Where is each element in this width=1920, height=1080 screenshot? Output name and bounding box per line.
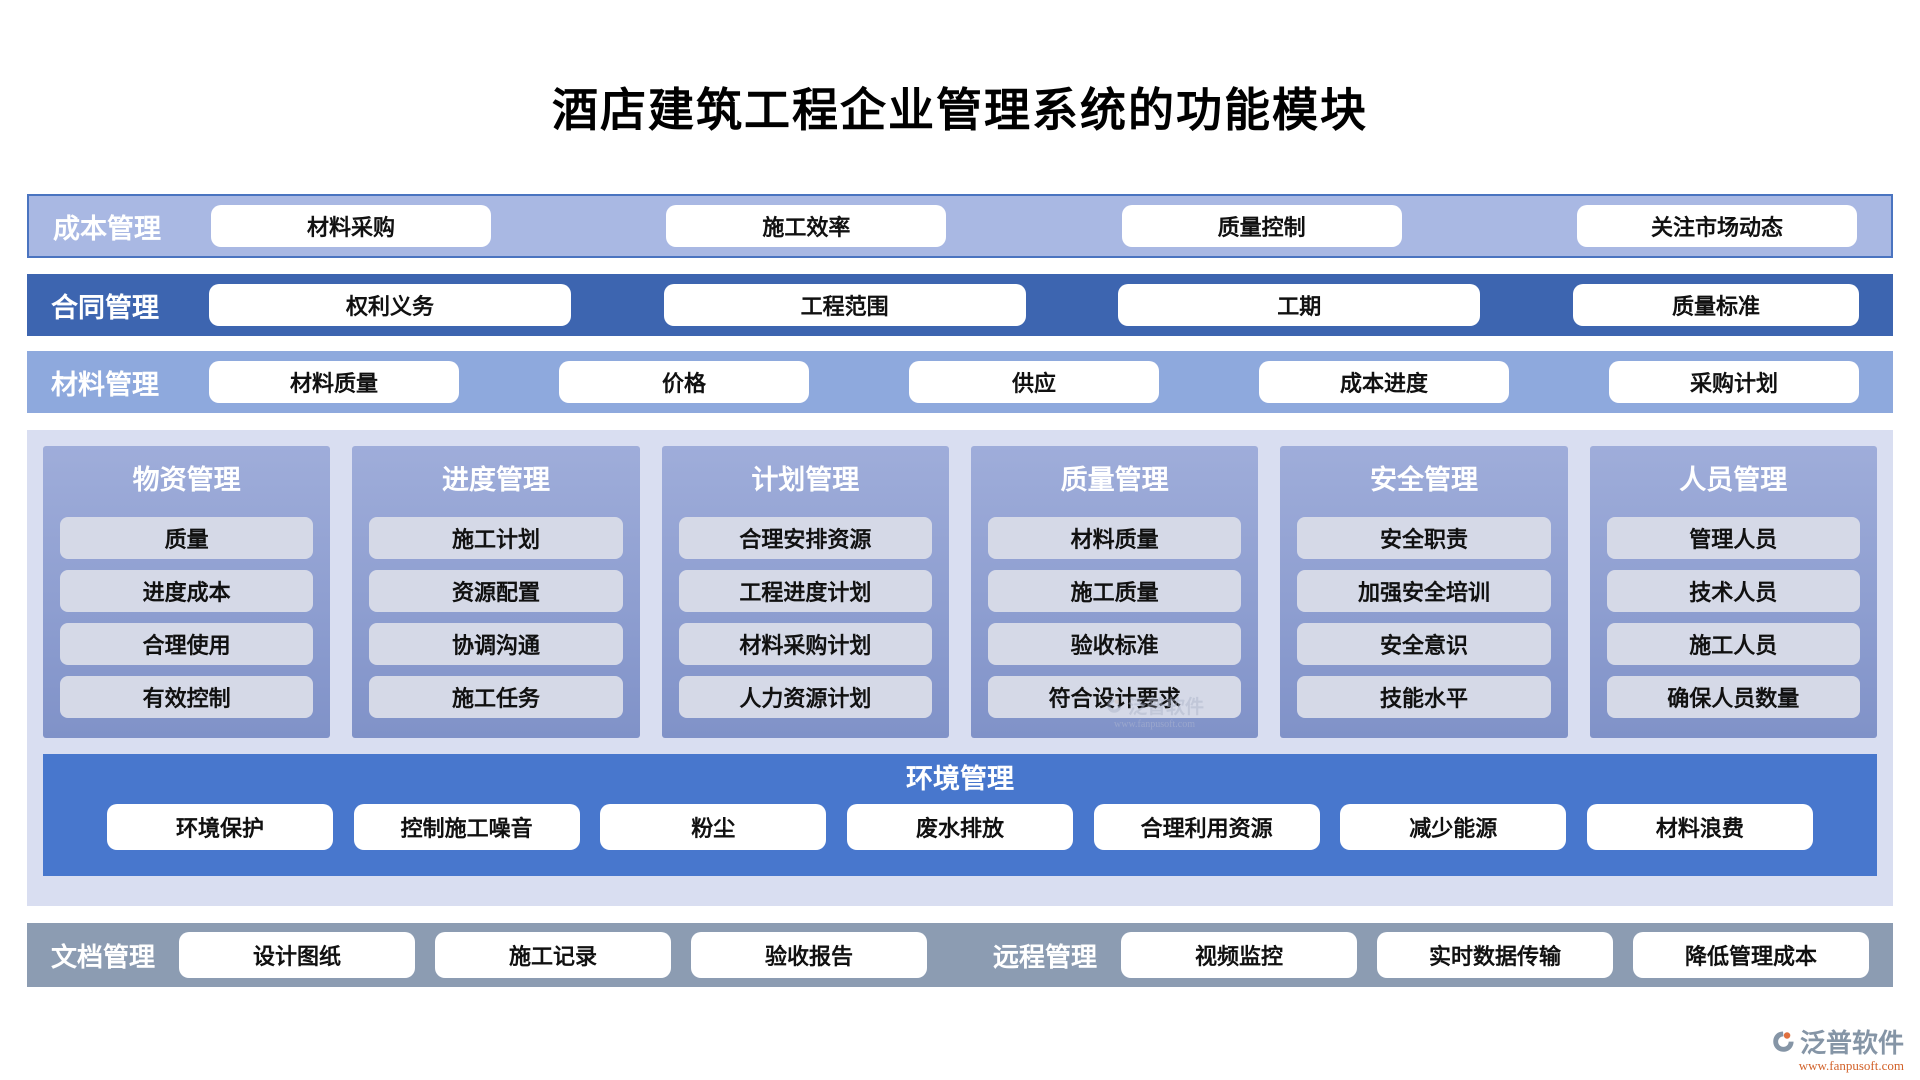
module-columns: 物资管理 质量 进度成本 合理使用 有效控制 进度管理 施工计划 资源配置 协调…	[43, 446, 1877, 738]
vendor-watermark-row: 泛普软件	[1770, 1023, 1904, 1060]
column-goods-management: 物资管理 质量 进度成本 合理使用 有效控制	[43, 446, 331, 738]
cost-item-chip: 施工效率	[666, 205, 947, 247]
vendor-watermark-brand: 泛普软件	[1799, 1029, 1904, 1058]
environment-item-chip: 合理利用资源	[1093, 804, 1320, 850]
environment-item-chip: 粉尘	[600, 804, 827, 850]
column-item: 质量	[60, 517, 314, 559]
column-item: 安全职责	[1297, 517, 1551, 559]
column-item: 技术人员	[1606, 570, 1860, 612]
remote-item-chip: 实时数据传输	[1377, 932, 1613, 978]
remote-item-chip: 降低管理成本	[1633, 932, 1869, 978]
document-item-chip: 施工记录	[435, 932, 672, 978]
contract-item-chip: 工期	[1118, 284, 1481, 326]
column-header: 人员管理	[1679, 465, 1788, 495]
document-item-chip: 验收报告	[691, 932, 928, 978]
band-cost-management: 成本管理 材料采购 施工效率 质量控制 关注市场动态	[27, 194, 1893, 258]
column-item: 施工人员	[1606, 623, 1860, 665]
band-label-material: 材料管理	[51, 369, 159, 400]
column-item: 进度成本	[60, 570, 314, 612]
column-item: 安全意识	[1297, 623, 1551, 665]
column-item: 有效控制	[60, 676, 314, 718]
column-header: 安全管理	[1369, 465, 1478, 495]
fanpu-logo-icon	[1773, 1030, 1794, 1052]
remote-item-chip: 视频监控	[1121, 932, 1357, 978]
material-item-chip: 价格	[559, 361, 809, 403]
column-header: 计划管理	[751, 465, 860, 495]
band-material-management: 材料管理 材料质量 价格 供应 成本进度 采购计划	[27, 351, 1893, 413]
column-item: 符合设计要求	[987, 676, 1242, 718]
column-item: 工程进度计划	[678, 570, 932, 612]
column-item: 技能水平	[1297, 676, 1551, 718]
column-safety-management: 安全管理 安全职责 加强安全培训 安全意识 技能水平	[1280, 446, 1568, 738]
band-environment-management: 环境管理 环境保护 控制施工噪音 粉尘 废水排放 合理利用资源 减少能源 材料浪…	[43, 754, 1877, 876]
band-document-remote-management: 文档管理 设计图纸 施工记录 验收报告 远程管理 视频监控 实时数据传输 降低管…	[27, 923, 1893, 987]
document-item-chip: 设计图纸	[179, 932, 416, 978]
band-items-cost: 材料采购 施工效率 质量控制 关注市场动态	[211, 205, 1857, 247]
column-header: 进度管理	[441, 465, 550, 495]
modules-panel: 物资管理 质量 进度成本 合理使用 有效控制 进度管理 施工计划 资源配置 协调…	[27, 430, 1893, 906]
band-label-contract: 合同管理	[51, 292, 159, 323]
column-header: 质量管理	[1060, 465, 1169, 495]
band-label-remote: 远程管理	[992, 942, 1097, 972]
column-item: 管理人员	[1606, 517, 1860, 559]
contract-item-chip: 质量标准	[1572, 284, 1859, 326]
column-item: 合理使用	[60, 623, 314, 665]
material-item-chip: 供应	[909, 361, 1159, 403]
band-items-material: 材料质量 价格 供应 成本进度 采购计划	[209, 361, 1859, 403]
cost-item-chip: 关注市场动态	[1576, 205, 1857, 247]
column-item: 合理安排资源	[678, 517, 932, 559]
column-item: 施工质量	[987, 570, 1242, 612]
column-item: 资源配置	[369, 570, 623, 612]
cost-item-chip: 材料采购	[211, 205, 491, 247]
column-personnel-management: 人员管理 管理人员 技术人员 施工人员 确保人员数量	[1589, 446, 1877, 738]
cost-item-chip: 质量控制	[1121, 205, 1402, 247]
band-contract-management: 合同管理 权利义务 工程范围 工期 质量标准	[27, 274, 1893, 336]
column-item: 加强安全培训	[1297, 570, 1551, 612]
environment-items: 环境保护 控制施工噪音 粉尘 废水排放 合理利用资源 减少能源 材料浪费	[107, 804, 1813, 850]
environment-item-chip: 减少能源	[1340, 804, 1567, 850]
contract-item-chip: 权利义务	[209, 284, 571, 326]
band-label-cost: 成本管理	[53, 213, 161, 244]
column-item: 施工计划	[369, 517, 623, 559]
column-item: 施工任务	[369, 676, 623, 718]
band-label-document: 文档管理	[51, 942, 156, 972]
column-item: 确保人员数量	[1606, 676, 1860, 718]
vendor-watermark: 泛普软件 www.fanpusoft.com	[1770, 1023, 1904, 1074]
environment-item-chip: 材料浪费	[1586, 804, 1813, 850]
material-item-chip: 成本进度	[1259, 361, 1509, 403]
vendor-watermark-url: www.fanpusoft.com	[1798, 1058, 1904, 1073]
environment-item-chip: 环境保护	[107, 804, 333, 850]
column-quality-management: 质量管理 材料质量 施工质量 验收标准 符合设计要求	[970, 446, 1259, 738]
column-item: 协调沟通	[369, 623, 623, 665]
material-item-chip: 采购计划	[1609, 361, 1859, 403]
column-progress-management: 进度管理 施工计划 资源配置 协调沟通 施工任务	[352, 446, 640, 738]
environment-item-chip: 废水排放	[846, 804, 1073, 850]
column-item: 材料采购计划	[678, 623, 932, 665]
page-title: 酒店建筑工程企业管理系统的功能模块	[552, 85, 1368, 136]
column-plan-management: 计划管理 合理安排资源 工程进度计划 材料采购计划 人力资源计划	[661, 446, 949, 738]
environment-item-chip: 控制施工噪音	[353, 804, 580, 850]
band-items-contract: 权利义务 工程范围 工期 质量标准	[209, 284, 1859, 326]
contract-item-chip: 工程范围	[663, 284, 1026, 326]
column-item: 验收标准	[987, 623, 1242, 665]
column-header: 物资管理	[132, 465, 241, 495]
environment-header: 环境管理	[906, 764, 1014, 794]
column-item: 人力资源计划	[678, 676, 932, 718]
material-item-chip: 材料质量	[209, 361, 459, 403]
column-item: 材料质量	[987, 517, 1242, 559]
